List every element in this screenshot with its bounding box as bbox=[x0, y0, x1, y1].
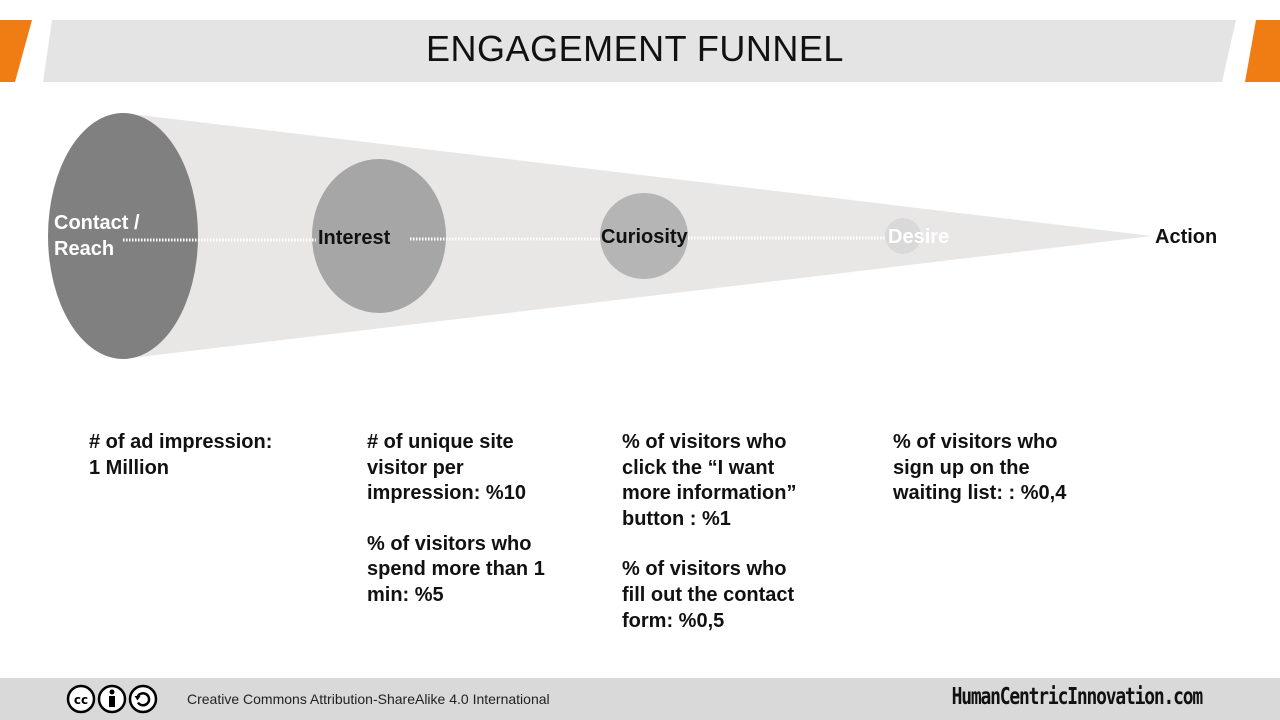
sa-icon bbox=[128, 684, 158, 714]
metric-block: % of visitors who sign up on the waiting… bbox=[893, 430, 1133, 507]
metric-line: button : %1 bbox=[622, 507, 731, 530]
metric-line: % of visitors who bbox=[367, 532, 532, 555]
metric-line: sign up on the bbox=[893, 456, 1030, 479]
stage-label-contact-line2: Reach bbox=[54, 238, 115, 260]
footer-bar bbox=[0, 678, 1280, 720]
metric-line: # of ad impression: bbox=[89, 431, 273, 453]
metrics-contact: # of ad impression: 1 Million bbox=[89, 430, 329, 506]
cc-icon: cc bbox=[66, 684, 96, 714]
stage-label-contact: Contact / Reach bbox=[54, 210, 140, 262]
metrics-curiosity: % of visitors who click the “I want more… bbox=[622, 430, 862, 659]
metric-line: waiting list: : %0,4 bbox=[893, 482, 1067, 505]
stage-label-interest: Interest bbox=[318, 227, 391, 249]
metric-line: # of unique site bbox=[367, 431, 514, 453]
metric-block: # of ad impression: 1 Million bbox=[89, 430, 329, 481]
metric-line: fill out the contact bbox=[622, 583, 795, 606]
metric-line: visitor per bbox=[367, 456, 464, 479]
stage-desire-ellipse bbox=[885, 218, 921, 254]
stage-contact-ellipse bbox=[48, 113, 198, 359]
metric-line: min: %5 bbox=[367, 583, 444, 606]
slide-title: ENGAGEMENT FUNNEL bbox=[426, 28, 844, 69]
stage-curiosity-ellipse bbox=[600, 193, 688, 279]
metric-block: % of visitors who spend more than 1 min:… bbox=[367, 532, 607, 609]
metric-line: % of visitors who bbox=[893, 431, 1058, 453]
metric-block: % of visitors who click the “I want more… bbox=[622, 430, 862, 532]
stage-label-action: Action bbox=[1155, 226, 1218, 248]
metric-block: # of unique site visitor per impression:… bbox=[367, 430, 607, 507]
metric-line: spend more than 1 bbox=[367, 558, 545, 581]
stage-label-curiosity: Curiosity bbox=[601, 226, 688, 248]
metric-line: click the “I want bbox=[622, 456, 775, 479]
metric-block: % of visitors who fill out the contact f… bbox=[622, 557, 862, 634]
metric-line: impression: %10 bbox=[367, 482, 526, 505]
title-bar bbox=[43, 20, 1236, 82]
svg-text:cc: cc bbox=[74, 693, 88, 707]
stage-label-desire: Desire bbox=[888, 226, 950, 248]
metric-line: 1 Million bbox=[89, 456, 169, 479]
metric-line: form: %0,5 bbox=[622, 609, 725, 632]
metric-line: % of visitors who bbox=[622, 431, 787, 453]
accent-left bbox=[0, 20, 32, 82]
cc-license-icons: cc bbox=[66, 684, 158, 714]
by-icon bbox=[97, 684, 127, 714]
metric-line: % of visitors who bbox=[622, 558, 787, 581]
stage-label-contact-line1: Contact / bbox=[54, 212, 140, 234]
metric-line: more information” bbox=[622, 482, 797, 505]
stage-interest-ellipse bbox=[312, 159, 446, 313]
license-text: Creative Commons Attribution-ShareAlike … bbox=[187, 691, 550, 707]
metrics-interest: # of unique site visitor per impression:… bbox=[367, 430, 607, 634]
site-link[interactable]: HumanCentricInnovation.com bbox=[951, 684, 1204, 710]
accent-right bbox=[1245, 20, 1280, 82]
metrics-desire: % of visitors who sign up on the waiting… bbox=[893, 430, 1133, 532]
